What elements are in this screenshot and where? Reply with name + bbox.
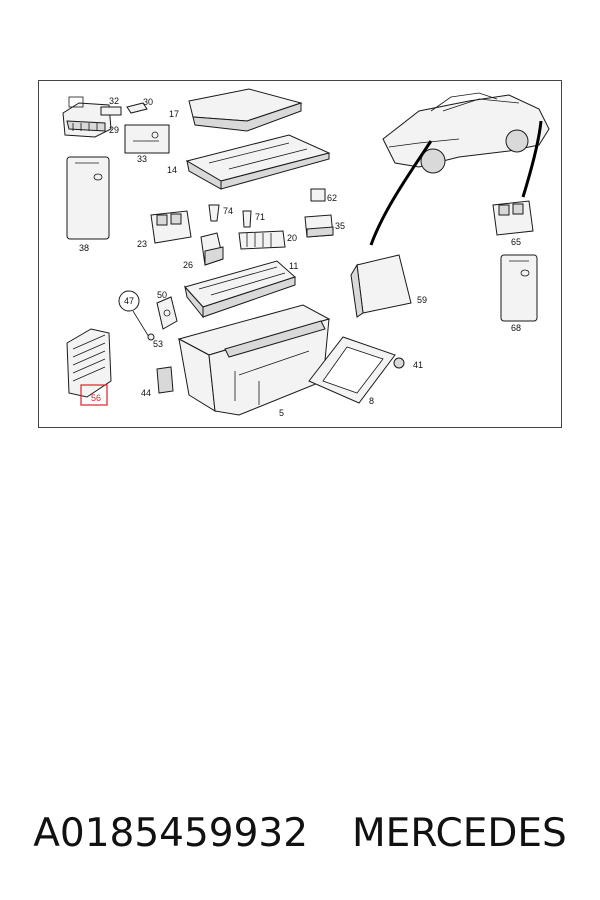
callout-56: 56 (91, 393, 101, 403)
callout-71: 71 (255, 212, 265, 222)
callout-11: 11 (289, 261, 298, 271)
connector-strip-20-part (238, 230, 286, 250)
callout-74: 74 (223, 206, 233, 216)
main-housing-5-part (177, 304, 331, 416)
lid-cover-part (188, 88, 303, 132)
relay-block-23-part (150, 210, 192, 244)
gasket-8-part (308, 336, 396, 404)
fuse-block-part (62, 96, 112, 138)
car-illustration (382, 92, 550, 174)
tray-part (185, 134, 331, 190)
leader-line-47 (132, 310, 150, 338)
fuse-strip-part (100, 106, 122, 116)
callout-23: 23 (137, 239, 147, 249)
callout-38: 38 (79, 243, 89, 253)
brand-name: MERCEDES (352, 810, 567, 856)
relay-26-part (200, 232, 224, 266)
callout-26: 26 (183, 260, 193, 270)
callout-50: 50 (157, 290, 167, 300)
callout-30: 30 (143, 97, 153, 107)
callout-62: 62 (327, 193, 337, 203)
part-number: A0185459932 (33, 810, 309, 856)
callout-41: 41 (413, 360, 423, 370)
callout-circle-47 (118, 290, 140, 312)
callout-65: 65 (511, 237, 521, 247)
callout-53: 53 (153, 339, 163, 349)
callout-44: 44 (141, 388, 151, 398)
control-module-56-part (66, 328, 112, 406)
parts-diagram: 32 30 29 33 17 14 38 74 71 62 35 23 20 2… (38, 80, 562, 428)
callout-33: 33 (137, 154, 147, 164)
info-card-68-part (500, 254, 538, 322)
label-card-part (124, 124, 170, 154)
fuse-holder-11-part (184, 260, 296, 319)
footer-caption: A0185459932 MERCEDES (0, 803, 600, 863)
relay-65-part (492, 200, 534, 236)
pointer-arrow-right (521, 120, 543, 198)
callout-59: 59 (417, 295, 427, 305)
cover-panel-59-part (350, 254, 412, 318)
callout-8: 8 (369, 396, 374, 406)
info-card-part (66, 156, 110, 240)
connector-35-part (304, 214, 334, 238)
exploded-view-drawing: 32 30 29 33 17 14 38 74 71 62 35 23 20 2… (62, 88, 550, 418)
screw-53-part (147, 333, 155, 341)
callout-14: 14 (167, 165, 177, 175)
nut-41-part (393, 357, 405, 369)
fuse-puller-part (126, 102, 148, 114)
callout-17: 17 (169, 109, 179, 119)
callout-5: 5 (279, 408, 284, 418)
fuse-74-part (208, 204, 220, 222)
connector-44-part (156, 366, 174, 394)
callout-35: 35 (335, 221, 345, 231)
pointer-arrow-left (369, 140, 433, 246)
callout-47: 47 (124, 296, 134, 306)
callout-20: 20 (287, 233, 297, 243)
highlight-box-56 (80, 384, 108, 406)
relay-62-part (310, 188, 326, 202)
fuse-71-part (242, 210, 252, 228)
callout-32: 32 (109, 96, 119, 106)
callout-68: 68 (511, 323, 521, 333)
callout-29: 29 (109, 125, 119, 135)
bracket-50-part (156, 296, 178, 330)
